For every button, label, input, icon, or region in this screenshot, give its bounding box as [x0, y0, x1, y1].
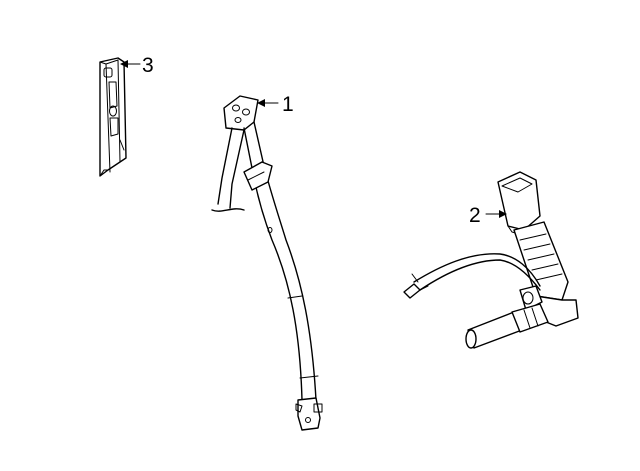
callout-3-leader — [120, 60, 141, 68]
callout-2-leader — [485, 210, 507, 218]
callout-3-label: 3 — [142, 54, 154, 77]
callout-2-label: 2 — [469, 204, 481, 227]
callout-1-leader — [257, 99, 279, 107]
buckle-part — [403, 171, 579, 349]
height-adjuster-part — [99, 57, 127, 177]
belt-assembly-part — [211, 95, 323, 431]
callout-1-label: 1 — [282, 93, 294, 116]
